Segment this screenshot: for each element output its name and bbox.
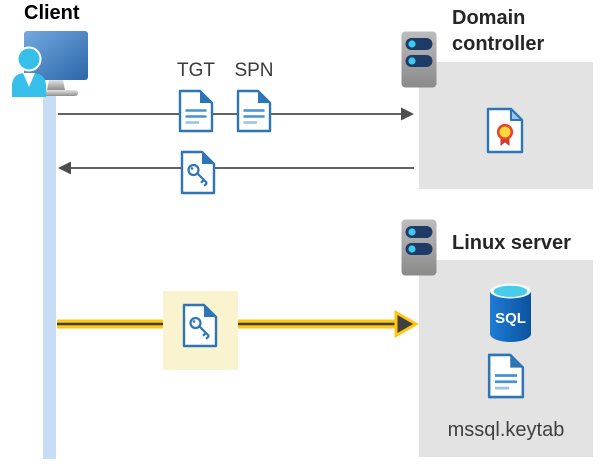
client-computer-icon	[5, 29, 100, 97]
sql-database-icon: SQL	[488, 282, 533, 343]
request-arrowhead-icon	[401, 107, 414, 121]
linux-server-label: Linux server	[452, 232, 571, 254]
keytab-file-icon	[486, 351, 526, 401]
key-ticket-icon	[179, 149, 217, 196]
linux-server-icon	[401, 219, 437, 276]
domain-controller-server-icon	[401, 31, 437, 88]
spn-label: SPN	[234, 60, 274, 81]
spn-document-icon	[235, 88, 273, 134]
tgt-document-icon	[177, 88, 215, 134]
domain-controller-label: Domain controller	[452, 7, 545, 55]
keytab-filename-label: mssql.keytab	[447, 419, 565, 441]
monitor-stand	[47, 80, 65, 90]
monitor-screen	[24, 31, 88, 80]
person-collar	[23, 73, 35, 87]
monitor-base	[42, 90, 78, 96]
keytab-key-icon	[181, 302, 219, 349]
sql-icon-label: SQL	[495, 310, 526, 327]
tgt-label: TGT	[177, 60, 215, 81]
person-head	[16, 46, 42, 72]
sql-connection-arrowhead-icon	[394, 309, 420, 339]
response-arrowhead-icon	[58, 161, 71, 175]
certificate-icon	[485, 106, 525, 155]
client-timeline-bar	[43, 96, 56, 459]
client-label: Client	[24, 2, 80, 24]
